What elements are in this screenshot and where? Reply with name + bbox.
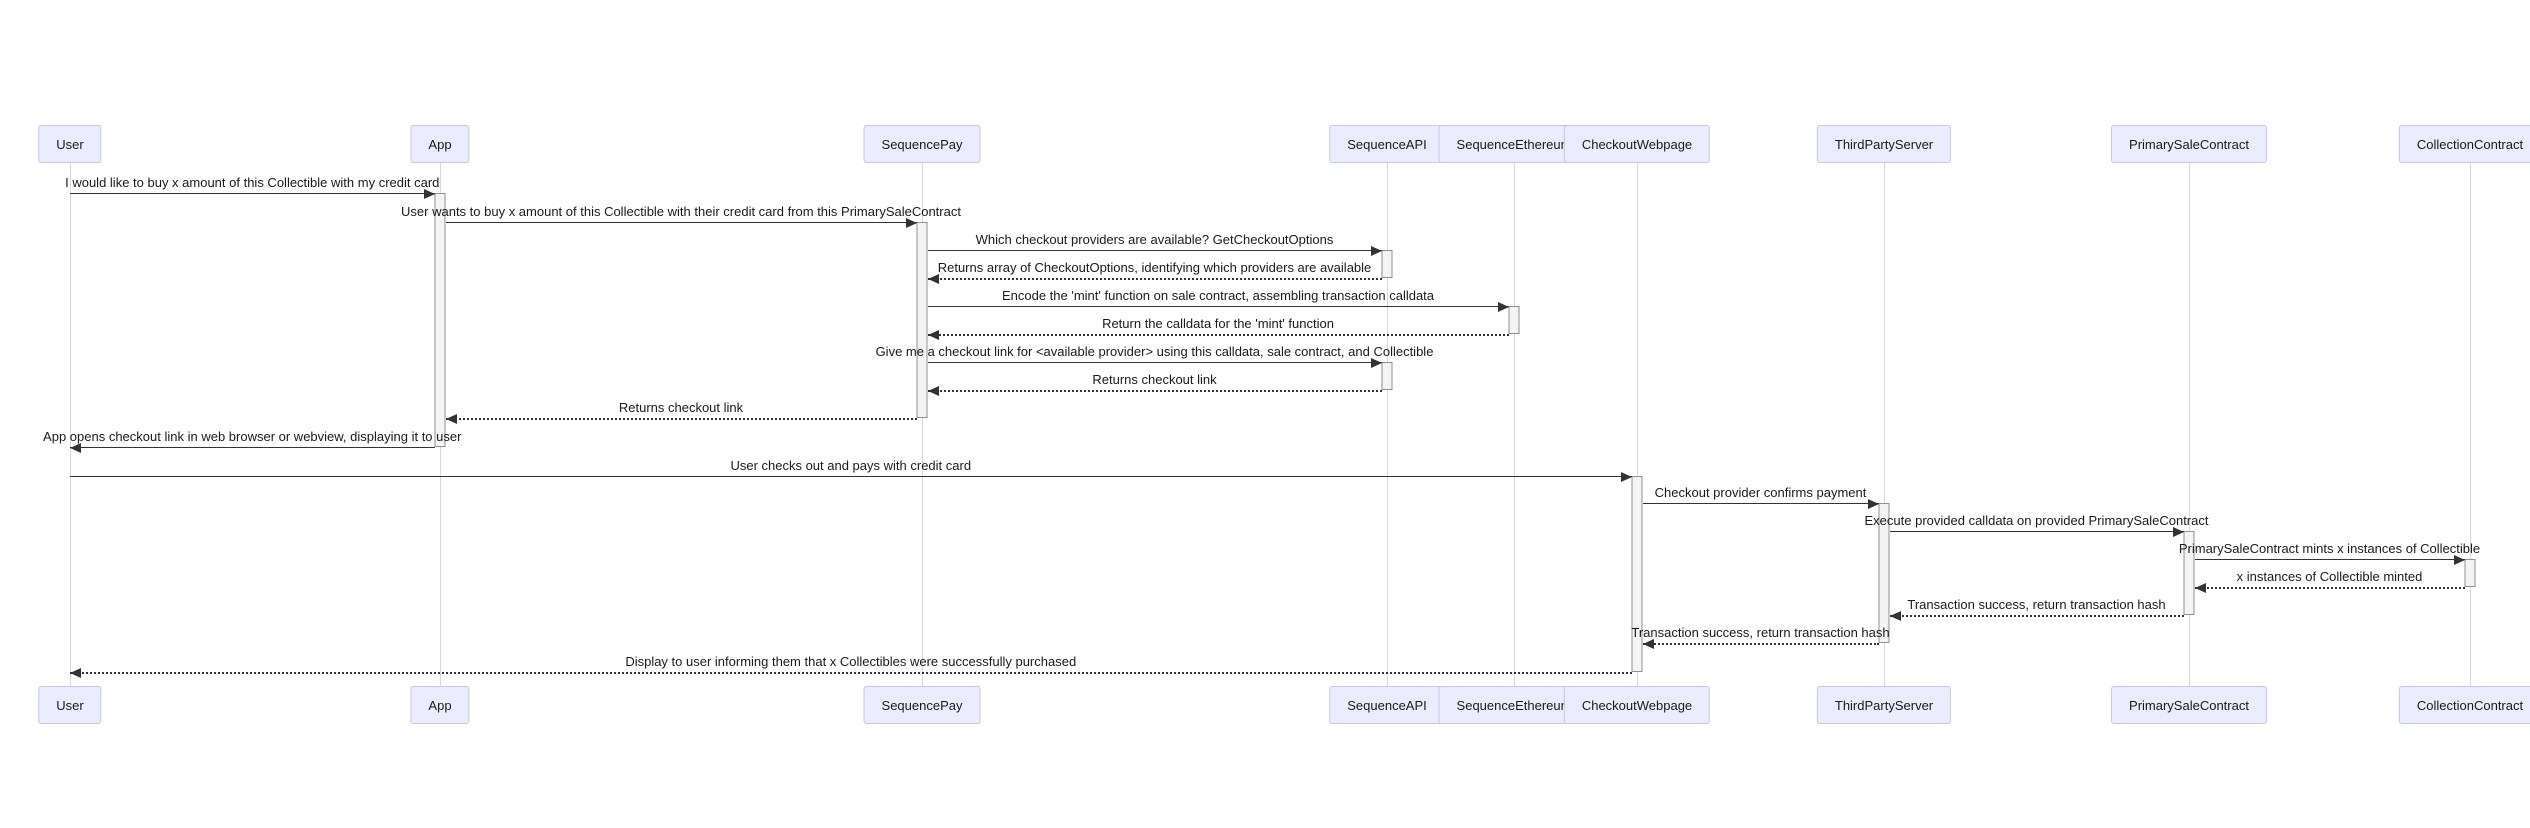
activation-checkoutwebpage xyxy=(1631,476,1643,672)
actor-app-top: App xyxy=(410,125,470,163)
message-line-16 xyxy=(1889,615,2184,617)
message-line-11 xyxy=(70,476,1632,477)
activation-sequencepay xyxy=(916,222,928,418)
message-label-14: PrimarySaleContract mints x instances of… xyxy=(2178,541,2481,556)
message-label-4: Returns array of CheckoutOptions, identi… xyxy=(937,260,1372,275)
actor-sequenceapi-top: SequenceAPI xyxy=(1329,125,1445,163)
message-label-13: Execute provided calldata on provided Pr… xyxy=(1864,513,2209,528)
actor-sequencepay-top: SequencePay xyxy=(863,125,981,163)
lifeline-primarysalecontract xyxy=(2189,163,2190,686)
message-label-10: App opens checkout link in web browser o… xyxy=(43,429,462,444)
arrowhead-icon xyxy=(2194,583,2206,593)
message-line-17 xyxy=(1642,643,1879,645)
message-line-3 xyxy=(927,250,1382,251)
arrowhead-icon xyxy=(2453,555,2465,565)
arrowhead-icon xyxy=(1867,499,1879,509)
message-label-11: User checks out and pays with credit car… xyxy=(730,458,972,473)
arrowhead-icon xyxy=(1370,246,1382,256)
message-label-1: I would like to buy x amount of this Col… xyxy=(65,175,440,190)
arrowhead-icon xyxy=(2172,527,2184,537)
lifeline-sequenceapi xyxy=(1387,163,1388,686)
lifeline-sequencepay xyxy=(922,163,923,686)
message-label-6: Return the calldata for the 'mint' funct… xyxy=(1102,316,1334,331)
actor-user-top: User xyxy=(38,125,102,163)
arrowhead-icon xyxy=(1497,302,1509,312)
activation-sequenceapi xyxy=(1381,362,1393,390)
arrowhead-icon xyxy=(927,274,939,284)
arrowhead-icon xyxy=(1370,358,1382,368)
message-label-9: Returns checkout link xyxy=(618,400,744,415)
lifeline-thirdpartyserver xyxy=(1884,163,1885,686)
message-label-15: x instances of Collectible minted xyxy=(2236,569,2423,584)
message-line-2 xyxy=(445,222,917,223)
message-label-2: User wants to buy x amount of this Colle… xyxy=(401,204,961,219)
arrowhead-icon xyxy=(1620,472,1632,482)
arrowhead-icon xyxy=(1642,639,1654,649)
message-line-15 xyxy=(2194,587,2465,589)
activation-primarysalecontract xyxy=(2183,531,2195,615)
actor-primarysalecontract-top: PrimarySaleContract xyxy=(2111,125,2267,163)
arrowhead-icon xyxy=(445,414,457,424)
actor-collectioncontract-bottom: CollectionContract xyxy=(2398,686,2530,724)
activation-sequenceethereum xyxy=(1508,306,1520,334)
message-label-18: Display to user informing them that x Co… xyxy=(625,654,1077,669)
actor-sequencepay-bottom: SequencePay xyxy=(863,686,981,724)
message-line-7 xyxy=(927,362,1382,363)
activation-sequenceapi xyxy=(1381,250,1393,278)
lifeline-sequenceethereum xyxy=(1514,163,1515,686)
message-line-13 xyxy=(1889,531,2184,532)
actor-collectioncontract-top: CollectionContract xyxy=(2398,125,2530,163)
message-label-5: Encode the 'mint' function on sale contr… xyxy=(1001,288,1435,303)
message-label-8: Returns checkout link xyxy=(1092,372,1217,387)
activation-collectioncontract xyxy=(2464,559,2476,587)
message-line-18 xyxy=(70,672,1632,674)
arrowhead-icon xyxy=(423,189,435,199)
arrowhead-icon xyxy=(905,218,917,228)
actor-app-bottom: App xyxy=(410,686,470,724)
message-line-12 xyxy=(1642,503,1879,504)
activation-app xyxy=(434,193,446,447)
message-line-1 xyxy=(70,193,435,194)
arrowhead-icon xyxy=(70,443,81,453)
message-label-12: Checkout provider confirms payment xyxy=(1654,485,1867,500)
lifeline-collectioncontract xyxy=(2470,163,2471,686)
message-line-10 xyxy=(70,447,435,448)
actor-checkoutwebpage-top: CheckoutWebpage xyxy=(1563,125,1711,163)
actor-thirdpartyserver-bottom: ThirdPartyServer xyxy=(1816,686,1952,724)
actor-user-bottom: User xyxy=(38,686,102,724)
arrowhead-icon xyxy=(927,386,939,396)
lifeline-user xyxy=(70,163,71,686)
message-line-4 xyxy=(927,278,1382,280)
arrowhead-icon xyxy=(927,330,939,340)
message-line-5 xyxy=(927,306,1509,307)
arrowhead-icon xyxy=(70,668,81,678)
message-line-6 xyxy=(927,334,1509,336)
message-label-3: Which checkout providers are available? … xyxy=(975,232,1334,247)
message-label-7: Give me a checkout link for <available p… xyxy=(875,344,1434,359)
message-line-8 xyxy=(927,390,1382,392)
actor-primarysalecontract-bottom: PrimarySaleContract xyxy=(2111,686,2267,724)
message-label-16: Transaction success, return transaction … xyxy=(1907,597,2166,612)
arrowhead-icon xyxy=(1889,611,1901,621)
actor-thirdpartyserver-top: ThirdPartyServer xyxy=(1816,125,1952,163)
lifeline-checkoutwebpage xyxy=(1637,163,1638,686)
actor-checkoutwebpage-bottom: CheckoutWebpage xyxy=(1563,686,1711,724)
message-line-9 xyxy=(445,418,917,420)
message-line-14 xyxy=(2194,559,2465,560)
activation-thirdpartyserver xyxy=(1878,503,1890,643)
message-label-17: Transaction success, return transaction … xyxy=(1631,625,1890,640)
actor-sequenceapi-bottom: SequenceAPI xyxy=(1329,686,1445,724)
